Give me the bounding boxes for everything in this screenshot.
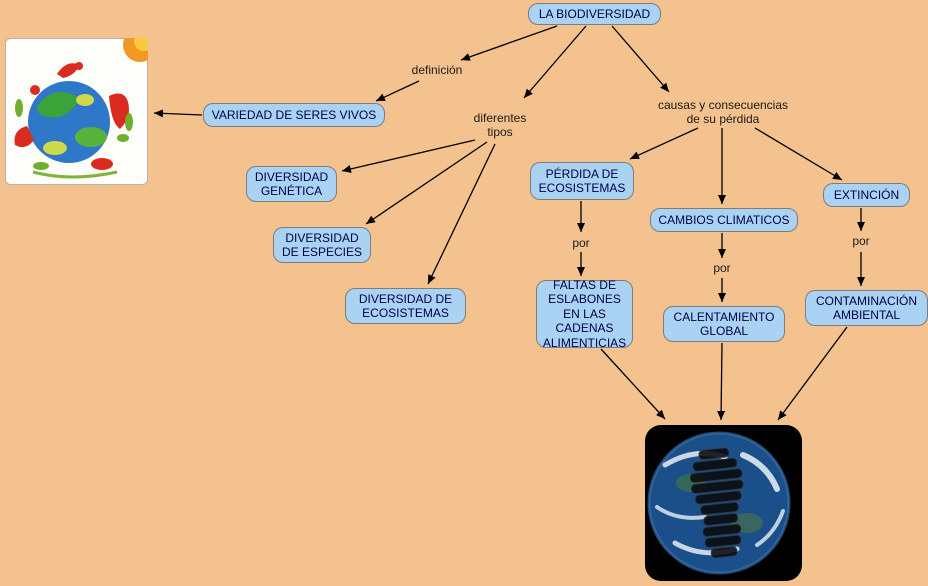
link-label-por-2[interactable]: por: [713, 261, 731, 275]
arrow-faltas-to-image: [600, 348, 666, 420]
link-label-por-3[interactable]: por: [852, 234, 870, 248]
link-label-diferentes-tipos[interactable]: diferentes tipos: [473, 111, 527, 140]
node-faltas-eslabones[interactable]: FALTAS DE ESLABONES EN LAS CADENAS ALIME…: [536, 278, 633, 350]
arrow-bio-to-tipos: [523, 25, 587, 99]
arrow-causas-to-extincion: [754, 127, 843, 181]
node-diversidad-ecosistemas[interactable]: DIVERSIDAD DE ECOSISTEMAS: [345, 288, 466, 324]
node-extincion[interactable]: EXTINCIÓN: [823, 183, 910, 207]
arrow-bio-to-definicion: [460, 25, 558, 61]
node-contaminacion-ambiental[interactable]: CONTAMINACIÓN AMBIENTAL: [805, 290, 928, 326]
red-bird-icons: [14, 62, 129, 170]
node-la-biodiversidad[interactable]: LA BIODIVERSIDAD: [528, 3, 661, 25]
node-diversidad-genetica[interactable]: DIVERSIDAD GENÉTICA: [246, 166, 337, 202]
arrow-variedad-to-image: [153, 109, 203, 118]
globe-icon: [28, 81, 110, 163]
node-cambios-climaticos[interactable]: CAMBIOS CLIMATICOS: [650, 208, 798, 232]
earth-footprint-illustration: [645, 425, 802, 581]
arrow-causas-to-perdida: [629, 127, 699, 160]
node-calentamiento-global[interactable]: CALENTAMIENTO GLOBAL: [663, 306, 785, 342]
link-label-por-1[interactable]: por: [572, 236, 590, 250]
link-label-definicion[interactable]: definición: [411, 63, 463, 77]
arrow-tipos-to-ecosistemas: [427, 143, 496, 285]
earth-nature-image[interactable]: [5, 38, 148, 185]
arrow-tipos-to-genetica: [341, 139, 476, 173]
earth-footprint-image[interactable]: [645, 425, 802, 581]
arrow-tipos-to-especies: [365, 141, 488, 225]
foliage-icons: [15, 99, 133, 179]
earth-nature-illustration: [5, 38, 148, 185]
node-variedad-seres-vivos[interactable]: VARIEDAD DE SERES VIVOS: [203, 103, 385, 127]
sun-icon: [123, 38, 148, 62]
arrow-definicion-to-variedad: [375, 80, 420, 102]
node-diversidad-especies[interactable]: DIVERSIDAD DE ESPECIES: [273, 227, 371, 263]
arrow-lines: [153, 25, 865, 421]
footprint-icon: [689, 447, 744, 559]
node-perdida-ecosistemas[interactable]: PÉRDIDA DE ECOSISTEMAS: [530, 162, 634, 200]
arrow-contaminacion-to-image: [777, 326, 848, 421]
arrow-bio-to-causas: [611, 25, 670, 93]
arrow-calentamiento-to-image: [717, 342, 726, 421]
link-label-causas-consecuencias[interactable]: causas y consecuencias de su pérdida: [657, 98, 789, 127]
